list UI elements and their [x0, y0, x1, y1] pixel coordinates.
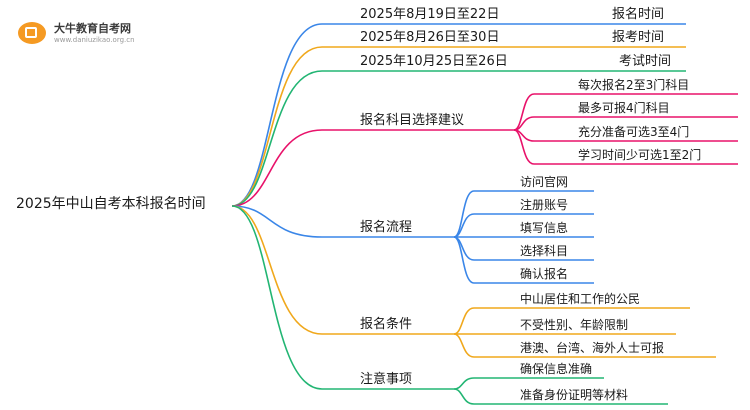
- child-connector: [513, 129, 535, 165]
- branch-note: 报考时间: [612, 30, 665, 45]
- branch-topic: 2025年8月26日至30日: [360, 30, 500, 45]
- branch-connector: [231, 70, 323, 207]
- child-topic: 注册账号: [520, 198, 569, 212]
- child-topic: 确保信息准确: [520, 362, 593, 376]
- child-connector: [453, 307, 475, 335]
- child-topic: 访问官网: [520, 175, 569, 189]
- child-topic: 填写信息: [520, 221, 569, 235]
- child-topic: 每次报名2至3门科目: [578, 78, 690, 92]
- child-connector: [453, 236, 475, 284]
- child-connector: [453, 388, 475, 405]
- child-topic: 确认报名: [520, 267, 569, 281]
- root-topic: 2025年中山自考本科报名时间: [16, 196, 206, 212]
- branch-topic: 报名科目选择建议: [360, 113, 465, 128]
- branch-topic: 注意事项: [360, 372, 413, 387]
- child-topic: 学习时间少可选1至2门: [578, 148, 702, 162]
- child-connector: [453, 377, 475, 390]
- branch-note: 报名时间: [612, 7, 665, 22]
- child-topic: 充分准备可选3至4门: [578, 125, 690, 139]
- branch-topic: 2025年10月25日至26日: [360, 54, 508, 69]
- child-topic: 不受性别、年龄限制: [520, 318, 629, 332]
- branch-connector: [231, 205, 323, 335]
- branch-topic: 报名条件: [360, 317, 413, 332]
- logo-name: 大牛教育自考网: [54, 22, 131, 35]
- child-topic: 最多可报4门科目: [578, 101, 670, 115]
- branch-connector: [231, 205, 323, 238]
- child-topic: 中山居住和工作的公民: [520, 292, 641, 306]
- book-icon: [18, 22, 46, 44]
- child-connector: [453, 333, 475, 358]
- branch-connector: [231, 46, 323, 207]
- site-logo: 大牛教育自考网 www.daniuzikao.org.cn: [14, 16, 144, 50]
- child-topic: 港澳、台湾、海外人士可报: [520, 341, 665, 355]
- child-topic: 准备身份证明等材料: [520, 388, 629, 402]
- child-topic: 选择科目: [520, 244, 569, 258]
- child-connector: [513, 93, 535, 131]
- logo-url: www.daniuzikao.org.cn: [54, 36, 135, 44]
- branch-connector: [231, 205, 323, 390]
- branch-topic: 2025年8月19日至22日: [360, 7, 500, 22]
- branch-note: 考试时间: [619, 54, 672, 69]
- branch-connector: [231, 129, 323, 207]
- branch-topic: 报名流程: [360, 220, 413, 235]
